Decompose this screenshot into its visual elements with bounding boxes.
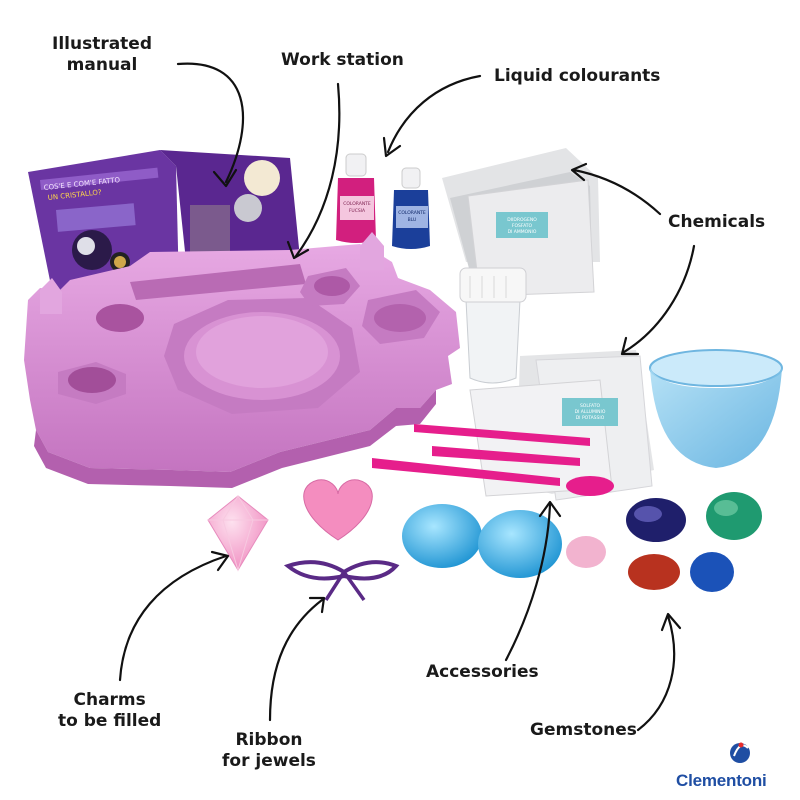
packet-label-4: SOLFATO: [580, 403, 601, 409]
clementoni-logo-icon: [730, 742, 750, 763]
arrow-icon: [176, 62, 244, 188]
arrow-icon: [504, 500, 562, 662]
gemstones: [566, 492, 762, 592]
label-work-station: Work station: [281, 50, 404, 70]
packet-label-2: FOSFATO: [512, 223, 533, 229]
plastic-container: [459, 267, 527, 384]
label-illustrated-manual: Illustrated manual: [52, 34, 153, 75]
arrow-icon: [382, 74, 482, 158]
label-chemicals: Chemicals: [668, 212, 766, 232]
measuring-bowl: [649, 349, 783, 468]
chemical-packets-top: DIIDROGENO FOSFATO DI AMMONIO: [442, 148, 600, 297]
packet-label-5: DI ALLUMINIO: [575, 409, 606, 415]
bottle-label-4: BLU: [408, 217, 417, 223]
bottle-label-2: FUCSIA: [349, 208, 366, 214]
arrow-icon: [570, 162, 662, 216]
liquid-colourant-blu: COLORANTE BLU: [392, 167, 430, 249]
packet-label-3: DI AMMONIO: [508, 229, 537, 235]
ribbon: [283, 560, 400, 602]
charm-heart: [303, 479, 373, 541]
charm-blue: [402, 504, 562, 578]
arrow-icon: [118, 550, 230, 682]
bottle-label-1: COLORANTE: [343, 201, 371, 207]
liquid-colourant-fucsia: COLORANTE FUCSIA: [336, 153, 376, 243]
packet-label-1: DIIDROGENO: [507, 217, 537, 223]
brand-name: Clementoni: [676, 771, 767, 790]
charm-diamond: [207, 495, 269, 572]
arrow-icon: [268, 596, 326, 722]
label-accessories: Accessories: [426, 662, 539, 682]
packet-label-6: DI POTASSIO: [576, 415, 605, 421]
work-station: [24, 232, 460, 488]
arrow-icon: [620, 244, 696, 356]
accessory-spoons: [372, 424, 614, 496]
label-charms: Charms to be filled: [58, 690, 162, 731]
label-ribbon: Ribbon for jewels: [222, 730, 316, 771]
arrow-icon: [636, 612, 682, 732]
bottle-label-3: COLORANTE: [398, 210, 426, 216]
label-liquid-colourants: Liquid colourants: [494, 66, 661, 86]
arrow-icon: [286, 82, 341, 260]
label-gemstones: Gemstones: [530, 720, 637, 740]
